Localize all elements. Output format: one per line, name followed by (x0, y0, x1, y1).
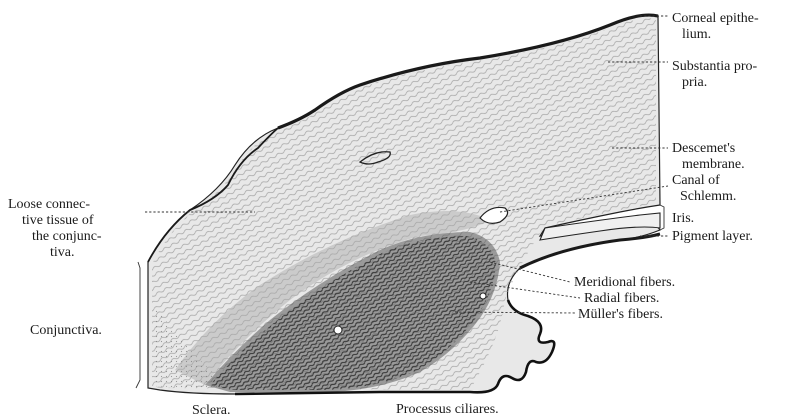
label-radial-fibers: Radial fibers. (584, 291, 659, 306)
label-mullers-fibers: Müller's fibers. (578, 307, 663, 322)
label-loose-connective-4: tiva. (50, 245, 75, 260)
label-loose-connective-2: tive tissue of (22, 213, 94, 228)
label-corneal-epithelium-1: Corneal epithe- (672, 11, 759, 26)
label-loose-connective-3: the conjunc- (32, 229, 102, 244)
label-substantia-propria-1: Substantia pro- (672, 59, 757, 74)
label-schlemm-2: Schlemm. (680, 189, 736, 204)
label-meridional-fibers: Meridional fibers. (574, 275, 675, 290)
label-corneal-epithelium-2: lium. (682, 27, 711, 42)
vessel-section (334, 326, 342, 334)
label-sclera: Sclera. (192, 403, 230, 418)
vessel-section-2 (480, 293, 486, 299)
label-schlemm-1: Canal of (672, 173, 720, 188)
label-pigment-layer: Pigment layer. (672, 229, 753, 244)
label-processus-ciliares: Processus ciliares. (396, 402, 499, 417)
label-conjunctiva: Conjunctiva. (30, 323, 102, 338)
label-loose-connective-1: Loose connec- (8, 197, 90, 212)
label-descemet-1: Descemet's (672, 141, 735, 156)
label-iris: Iris. (672, 211, 694, 226)
label-descemet-2: membrane. (682, 157, 745, 172)
label-substantia-propria-2: pria. (682, 75, 707, 90)
